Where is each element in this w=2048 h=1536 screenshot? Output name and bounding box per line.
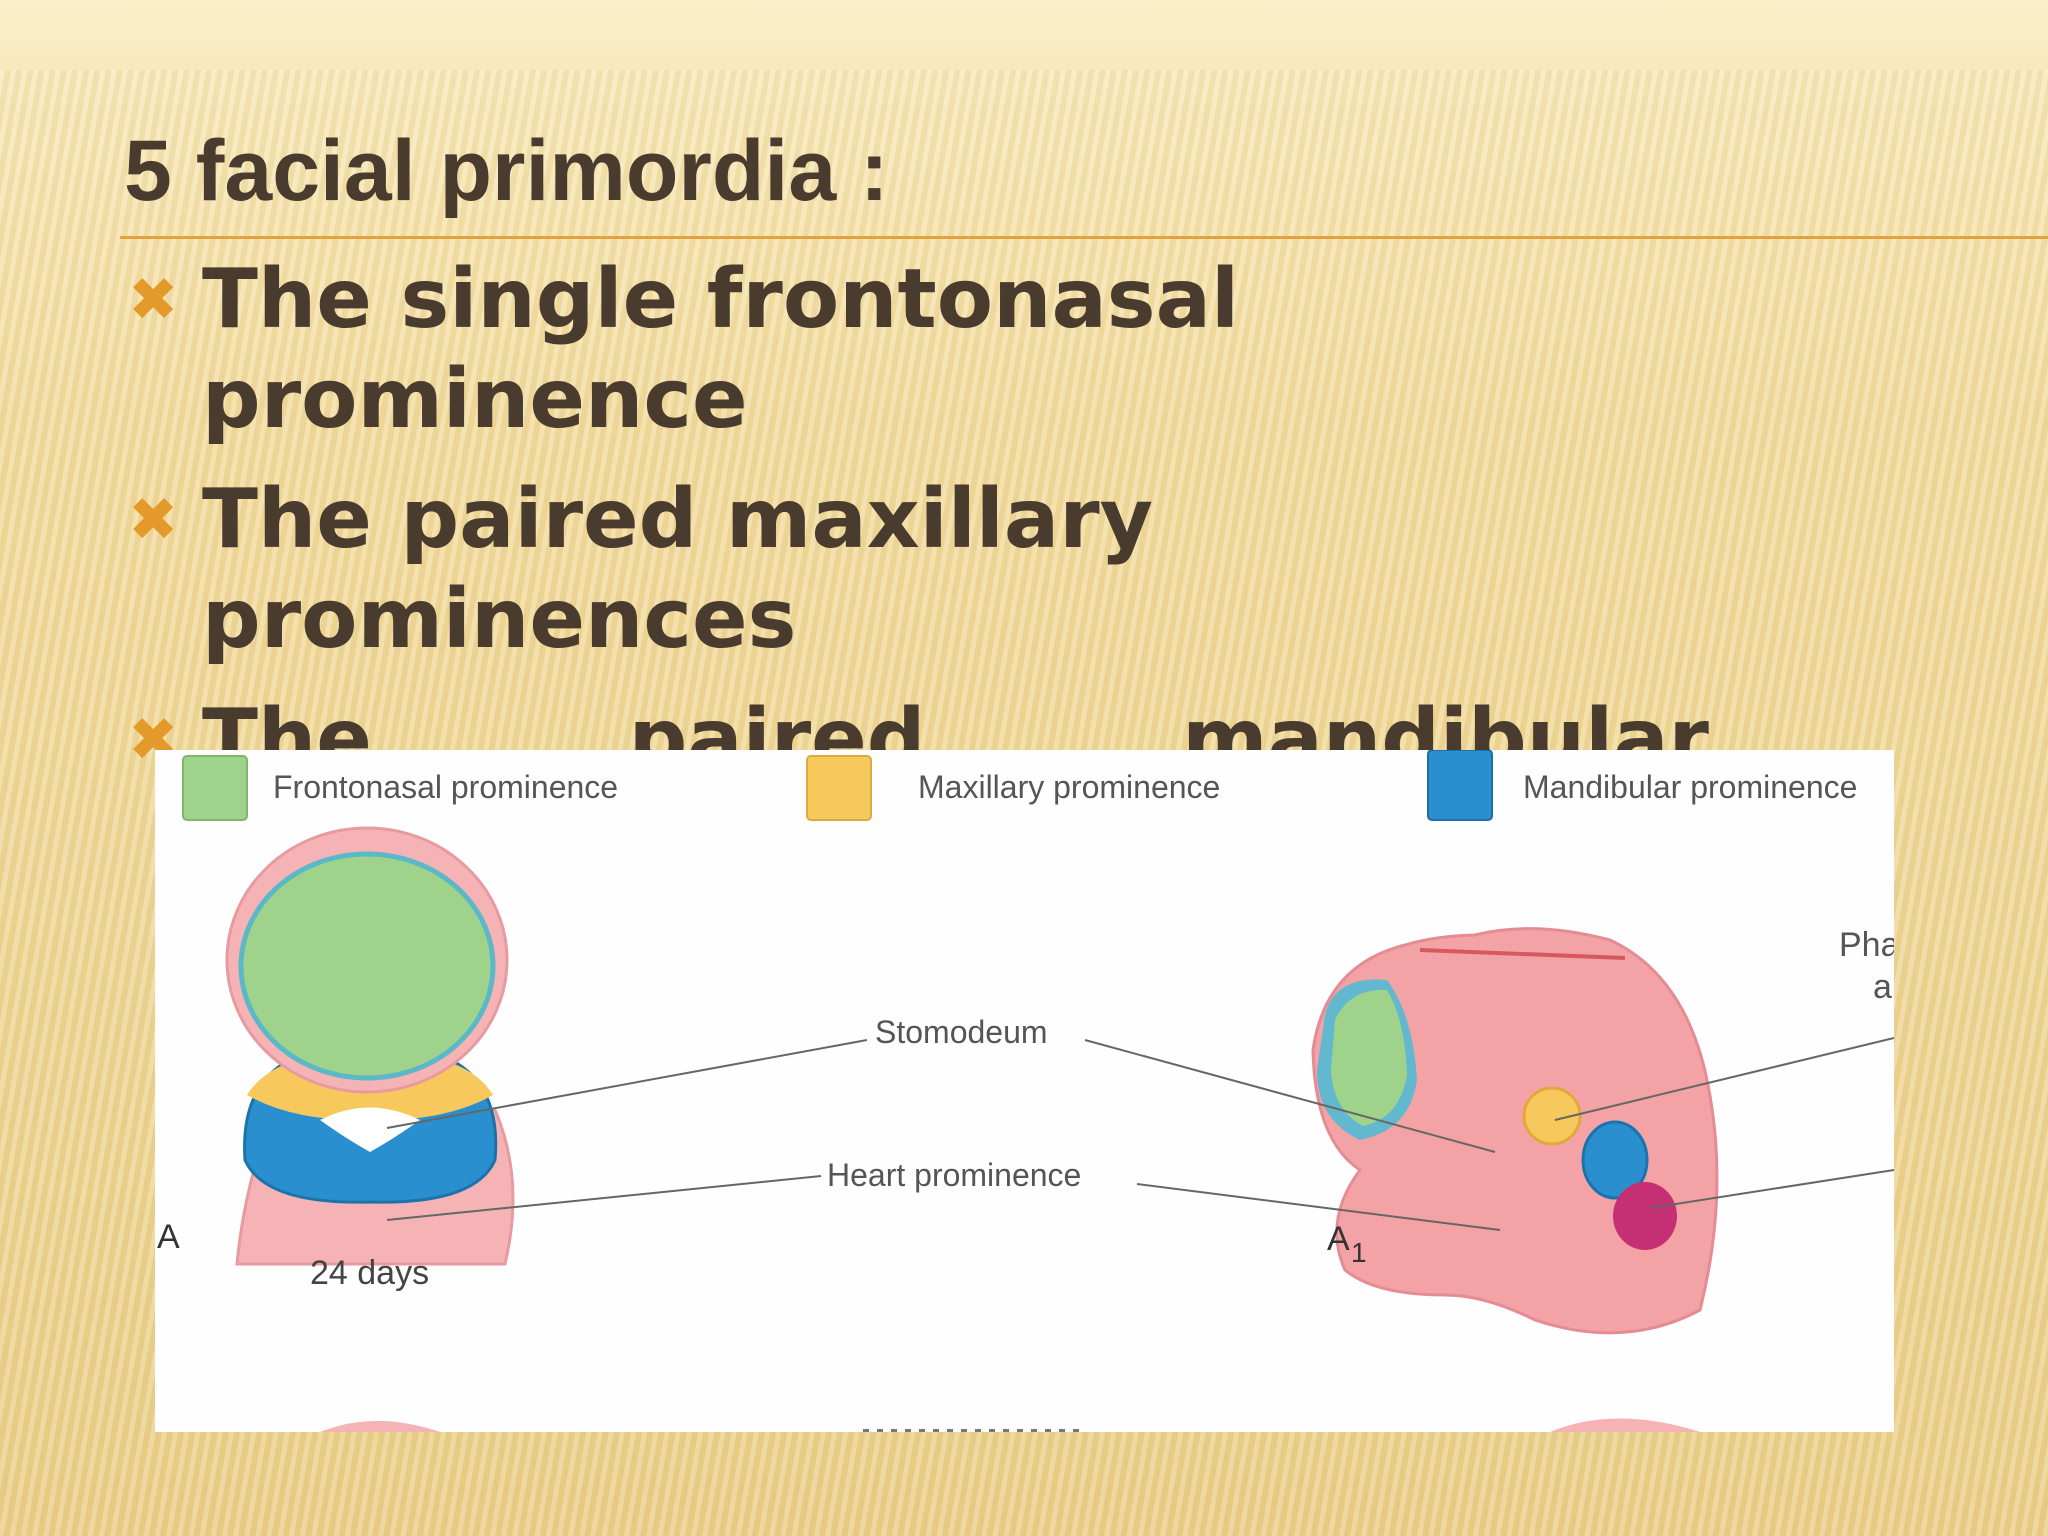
bullet-text: The single frontonasal prominence [202,252,1240,447]
legend-label-mandibular: Mandibular prominence [1523,769,1857,805]
heart-prominence-label: Heart prominence [827,1157,1081,1193]
bullet-item: ✖ The single frontonasal prominence [128,250,1708,450]
pharyngeal-label-1: Pha [1839,926,1894,964]
next-row-embryo-left [320,1421,440,1432]
panel-label-a1: A [1327,1220,1350,1258]
embryo-face-figure: Frontonasal prominence Maxillary promine… [155,750,1894,1432]
pharyngeal-label-2: a [1873,968,1892,1006]
bullet-text: The paired maxillary prominences [202,472,1154,667]
cross-bullet-icon: ✖ [128,265,179,335]
heart-leader-left [386,1175,822,1221]
legend-swatch-frontonasal [182,755,248,821]
legend-label-frontonasal: Frontonasal prominence [273,769,618,805]
frontal-view-embryo [225,826,515,1266]
panel-label-a1-subscript: 1 [1351,1237,1367,1268]
lateral-view-embryo [1311,927,1719,1335]
panel-label-a: A [157,1218,180,1256]
age-label: 24 days [310,1254,429,1292]
legend-swatch-mandibular [1427,750,1493,821]
legend-label-maxillary: Maxillary prominence [918,769,1220,805]
cross-bullet-icon: ✖ [128,485,179,555]
next-row-embryo-right [1550,1418,1700,1432]
title-underline [120,236,2048,239]
stomodeum-leader-right [1084,1039,1496,1153]
stomodeum-leader-left [386,1039,868,1129]
legend-swatch-maxillary [806,755,872,821]
slide-title: 5 facial primordia : [124,123,889,219]
bullet-item: ✖ The paired maxillary prominences [128,470,1708,670]
pharyngeal-leader-1 [1554,1037,1894,1121]
stomodeum-label: Stomodeum [875,1014,1048,1050]
pharyngeal-leader-2 [1649,1169,1894,1209]
heart-leader-right [1136,1183,1501,1231]
